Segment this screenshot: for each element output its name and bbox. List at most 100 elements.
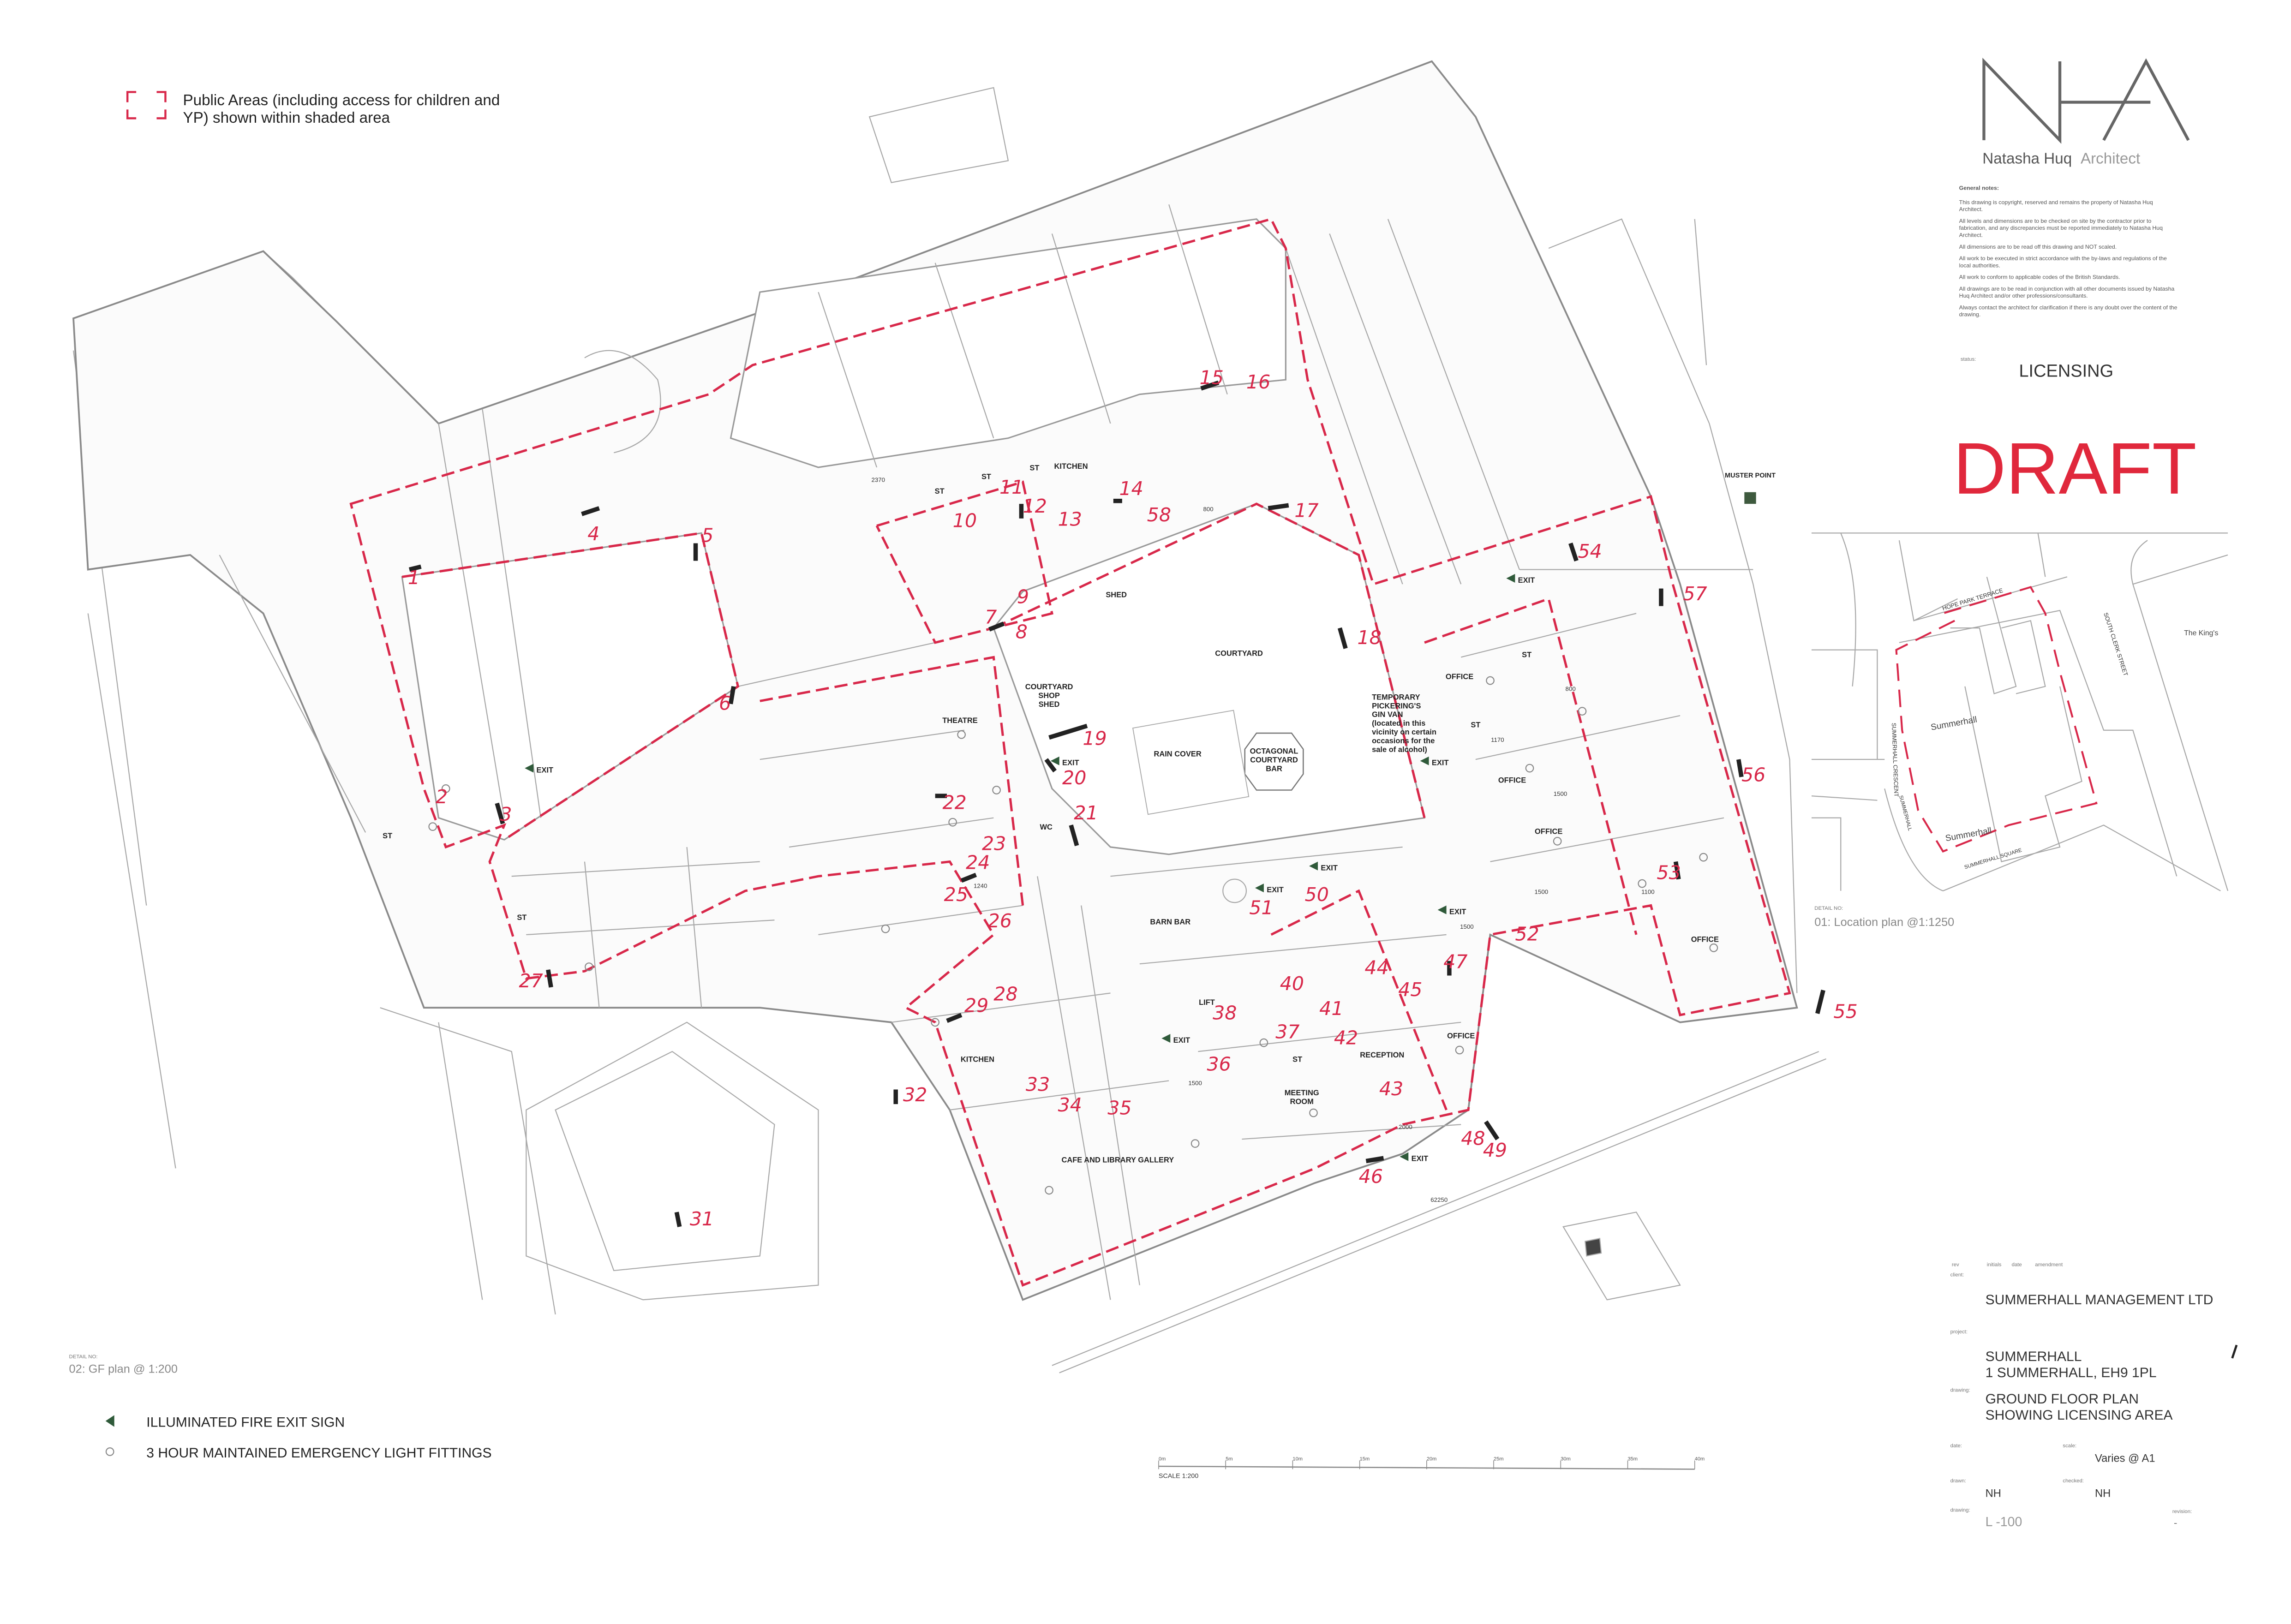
fire-exit-sign-icon	[1400, 1152, 1409, 1161]
room-label: CAFE AND LIBRARY GALLERY	[1061, 1156, 1174, 1164]
boundary-marker-number: 23	[982, 832, 1006, 854]
dimension-label: 1100	[1641, 888, 1655, 895]
project-line1: SUMMERHALL	[1986, 1349, 2082, 1364]
muster-point-icon	[1744, 492, 1756, 504]
date-header: date	[2012, 1262, 2022, 1267]
emergency-light-icon	[881, 924, 890, 933]
room-label: SHOP	[1038, 692, 1060, 700]
emergency-light-icon	[1525, 764, 1534, 773]
boundary-marker-number: 48	[1461, 1128, 1485, 1150]
fire-door-marks	[408, 380, 1825, 1227]
building-kings: The King's	[2184, 629, 2218, 637]
gin-van-note-line: (located in this	[1372, 719, 1425, 728]
boundary-marker-number: 53	[1657, 862, 1681, 884]
scale-tick-label: 40m	[1695, 1456, 1705, 1462]
room-label: THEATRE	[942, 716, 977, 725]
emergency-light-icon	[1259, 1038, 1268, 1047]
project-label: project:	[1950, 1329, 1968, 1335]
exit-label: EXIT	[1062, 759, 1079, 767]
boundary-marker-number: 45	[1398, 979, 1422, 1001]
public-area-legend: Public Areas (including access for child…	[126, 91, 500, 126]
boundary-marker-number: 54	[1578, 540, 1602, 562]
exit-label: EXIT	[1432, 759, 1449, 767]
plan-caption: 02: GF plan @ 1:200	[69, 1363, 178, 1376]
scale-tick-label: 5m	[1226, 1456, 1232, 1462]
drawn-value: NH	[1986, 1488, 2001, 1500]
boundary-marker-number: 41	[1319, 997, 1343, 1020]
scale-tick-label: 15m	[1360, 1456, 1370, 1462]
boundary-marker-number: 9	[1017, 585, 1029, 608]
revision-value: -	[2174, 1517, 2177, 1528]
dimension-labels: 2370800150015001500800622502000124011701…	[871, 477, 1654, 1204]
room-label: SHED	[1039, 700, 1060, 709]
general-note-line: Huq Architect and/or other professions/c…	[1959, 293, 2088, 299]
exit-sign: EXIT	[1050, 756, 1079, 767]
brand-name: Natasha Huq	[1982, 150, 2072, 167]
boundary-marker-number: 37	[1275, 1021, 1299, 1043]
checked-label: checked:	[2063, 1478, 2084, 1484]
general-note-line: All drawings are to be read in conjuncti…	[1959, 286, 2175, 292]
fire-exit-sign-icon	[525, 764, 534, 773]
room-label: OCTAGONAL	[1250, 747, 1298, 755]
emergency-light-icon	[1638, 879, 1647, 888]
status-value: LICENSING	[2019, 362, 2113, 381]
location-caption: 01: Location plan @1:1250	[1814, 916, 1954, 929]
room-label: MEETING	[1285, 1089, 1319, 1097]
location-plan-site-boundary	[1895, 586, 2098, 853]
room-label: ST	[935, 487, 945, 496]
boundary-marker-number: 12	[1023, 495, 1047, 517]
emergency-light-icon	[1190, 1139, 1200, 1148]
fire-exit-sign-icon	[105, 1415, 114, 1427]
exit-label: EXIT	[1412, 1155, 1429, 1163]
boundary-marker-number: 43	[1379, 1078, 1403, 1100]
room-label: COURTYARD	[1250, 756, 1298, 764]
drawing-line1: GROUND FLOOR PLAN	[1986, 1391, 2139, 1407]
general-note-line: Always contact the architect for clarifi…	[1959, 304, 2177, 310]
boundary-marker-number: 55	[1833, 1000, 1857, 1022]
draft-stamp: DRAFT	[1953, 428, 2197, 509]
dimension-label: 1240	[974, 883, 987, 890]
general-note-line: All dimensions are to be read off this d…	[1959, 244, 2117, 250]
boundary-marker-number: 21	[1074, 802, 1098, 824]
boundary-marker-number: 38	[1213, 1002, 1237, 1024]
scale-tick-label: 35m	[1628, 1456, 1638, 1462]
room-label: OFFICE	[1691, 936, 1719, 944]
checked-value: NH	[2095, 1488, 2111, 1500]
exit-label: EXIT	[537, 766, 554, 775]
legend-public-line2: YP) shown within shaded area	[183, 109, 390, 126]
general-note-line: fabrication, and any discrepancies must …	[1959, 225, 2163, 231]
boundary-marker-number: 2	[436, 786, 448, 808]
room-label: BARN BAR	[1150, 918, 1190, 926]
exit-sign: EXIT	[1255, 884, 1284, 894]
room-label: ST	[1029, 464, 1039, 472]
boundary-marker-number: 47	[1443, 951, 1467, 973]
notes-heading: General notes:	[1959, 185, 1999, 191]
boundary-marker-number: 58	[1147, 504, 1171, 526]
exit-sign: EXIT	[1161, 1034, 1190, 1045]
boundary-marker-number: 49	[1483, 1139, 1507, 1161]
exit-sign: EXIT	[1400, 1152, 1428, 1163]
pen-mark	[2231, 1344, 2238, 1359]
exit-label: EXIT	[1173, 1036, 1190, 1045]
boundary-marker-number: 40	[1280, 973, 1304, 995]
gin-van-note-line: GIN VAN	[1372, 710, 1403, 719]
exit-label: EXIT	[1267, 886, 1284, 894]
fire-exit-sign-icon	[1309, 861, 1318, 871]
gin-van-note-line: TEMPORARY	[1372, 693, 1420, 701]
general-note-line: Architect.	[1959, 206, 1983, 213]
room-label: ROOM	[1290, 1098, 1314, 1106]
boundary-marker-number: 34	[1058, 1094, 1082, 1116]
ground-floor-plan	[72, 60, 1825, 1301]
boundary-marker-number: 8	[1016, 621, 1028, 643]
room-label: OFFICE	[1447, 1032, 1475, 1040]
dimension-label: 1500	[1460, 923, 1474, 930]
scale-value: Varies @ A1	[2095, 1453, 2155, 1465]
emergency-light-icon	[1699, 853, 1708, 862]
general-note-line: All work to be executed in strict accord…	[1959, 255, 2167, 262]
muster-point: MUSTER POINT	[1725, 472, 1776, 504]
nha-logo: Natasha Huq Architect	[1982, 58, 2190, 167]
scale-label: SCALE 1:200	[1159, 1472, 1198, 1480]
amendment-header: amendment	[2035, 1262, 2063, 1267]
